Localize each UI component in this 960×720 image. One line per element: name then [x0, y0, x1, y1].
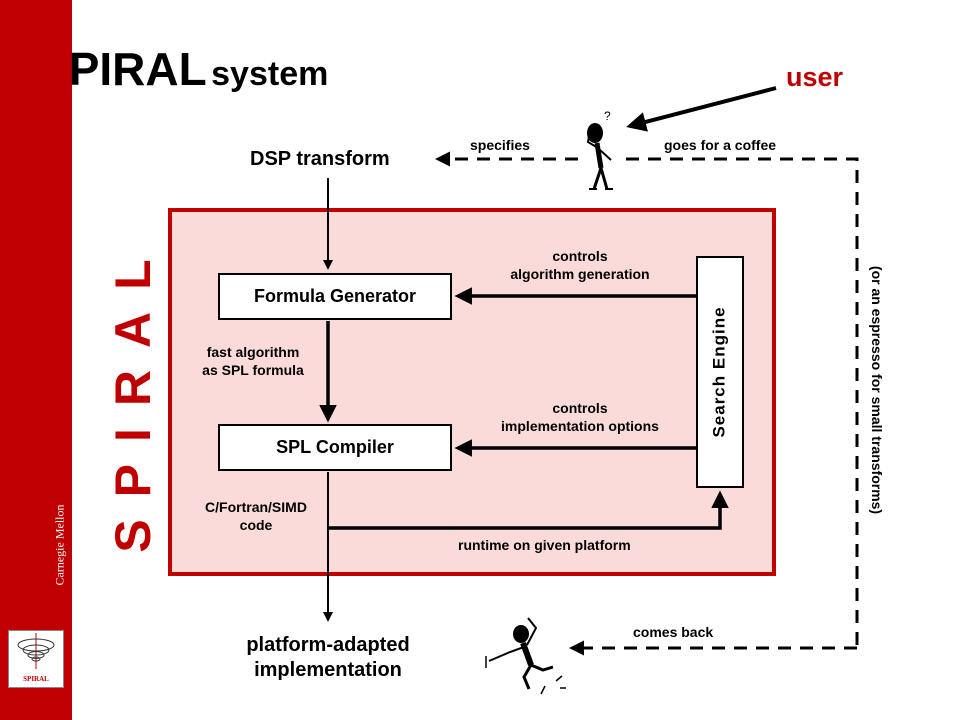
controls-generation-line1: controls — [552, 248, 608, 264]
thinking-user-icon: ? — [586, 109, 613, 190]
spl-compiler-box: SPL Compiler — [218, 424, 452, 471]
runtime-label: runtime on given platform — [458, 537, 631, 553]
output-label: platform-adapted implementation — [218, 633, 438, 683]
spl-compiler-label: SPL Compiler — [276, 437, 394, 457]
espresso-label: (or an espresso for small transforms) — [869, 265, 885, 515]
spiral-region — [168, 208, 776, 576]
controls-generation-line2: algorithm generation — [510, 265, 650, 282]
controls-implementation-label: controls implementation options — [470, 400, 690, 435]
title-word: system — [211, 55, 329, 93]
coffee-loop-path — [626, 157, 859, 648]
search-engine-box: Search Engine — [696, 256, 744, 488]
page-title: SPIRAL system — [38, 42, 328, 96]
returning-user-icon — [485, 617, 566, 695]
code-line1: C/Fortran/SIMD — [205, 499, 307, 515]
comes-back-label: comes back — [633, 624, 714, 640]
spiral-logo-icon — [17, 633, 55, 669]
title-first-letter: S — [38, 43, 69, 95]
controls-generation-label: controls algorithm generation — [480, 248, 680, 283]
specifies-label: specifies — [470, 137, 530, 153]
svg-text:?: ? — [604, 109, 611, 123]
code-line2: code — [239, 516, 273, 533]
dsp-transform-label: DSP transform — [250, 148, 390, 170]
controls-implementation-line2: implementation options — [501, 417, 659, 434]
sidebar — [0, 0, 72, 720]
formula-generator-label: Formula Generator — [253, 286, 417, 306]
output-line1: platform-adapted — [246, 634, 410, 656]
output-line2: implementation — [254, 659, 402, 681]
fast-algorithm-line2: as SPL formula — [202, 361, 304, 378]
runtime-feedback-path — [328, 490, 729, 530]
spiral-logo: SPIRAL — [8, 630, 64, 688]
title-rest: PIRAL — [68, 43, 207, 95]
coffee-label: goes for a coffee — [664, 137, 777, 153]
user-arrow — [626, 86, 777, 132]
fast-algorithm-label: fast algorithm as SPL formula — [182, 344, 324, 379]
search-engine-label: Search Engine — [710, 306, 730, 438]
controls-implementation-line1: controls — [552, 400, 608, 416]
user-label: user — [786, 62, 844, 92]
logo-text: SPIRAL — [23, 675, 49, 683]
fast-algorithm-line1: fast algorithm — [206, 344, 300, 360]
code-label: C/Fortran/SIMD code — [186, 499, 326, 534]
formula-generator-box: Formula Generator — [218, 273, 452, 320]
